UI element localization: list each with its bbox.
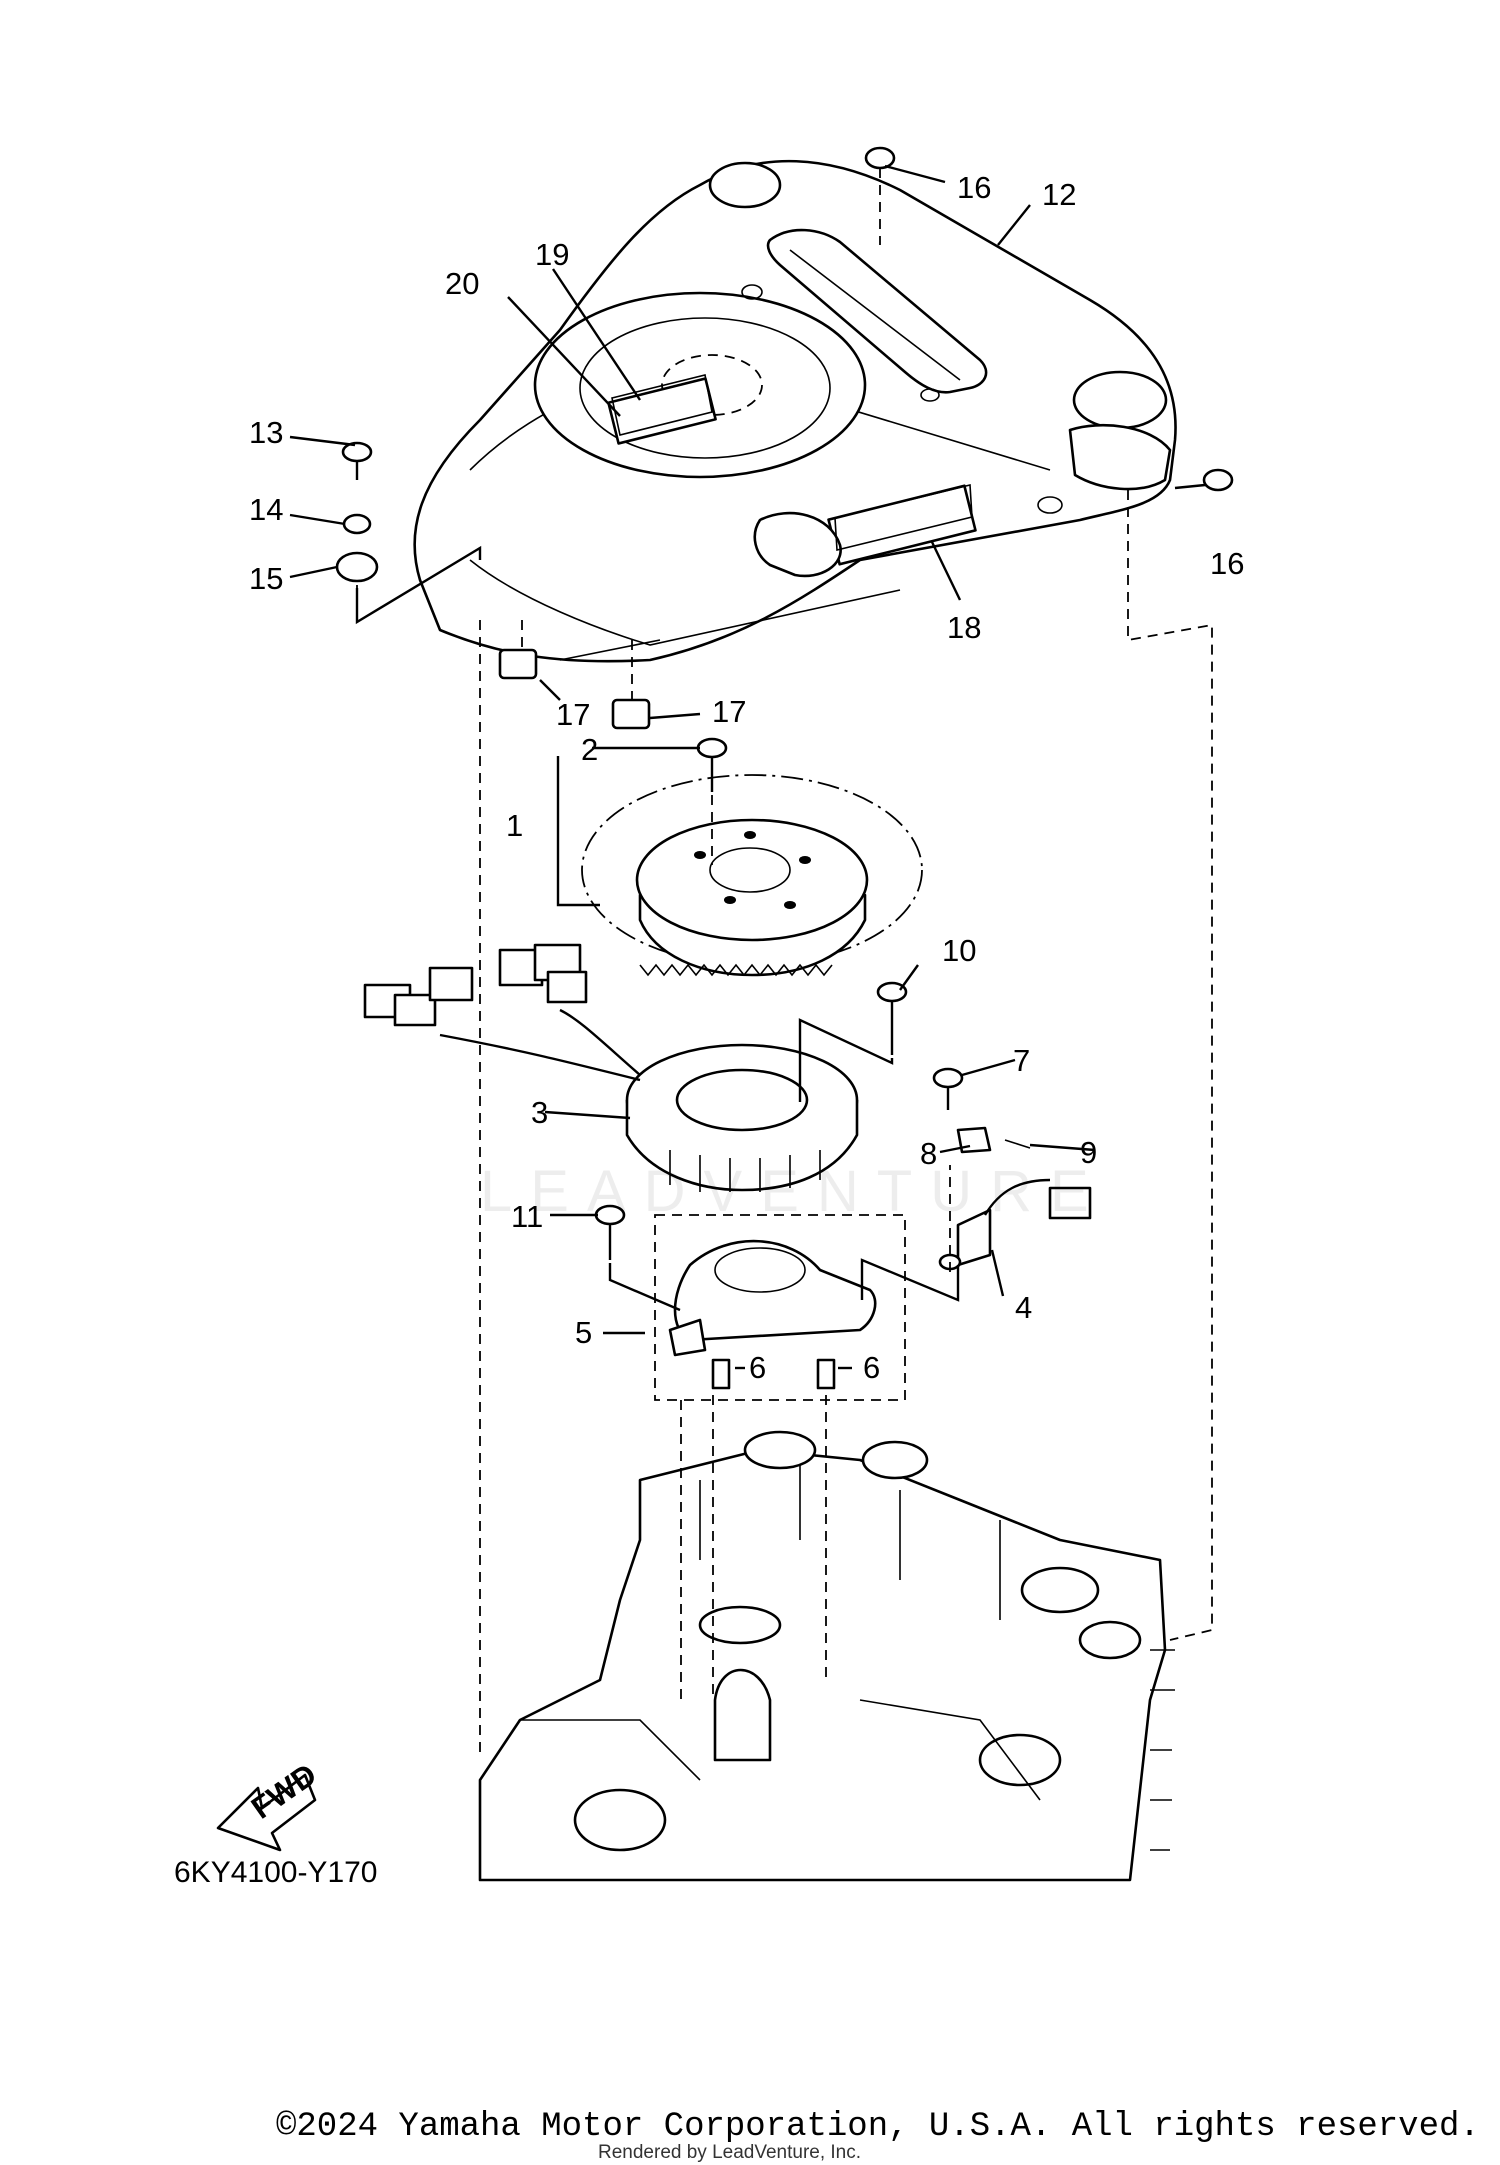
callout-labels: 1 2 3 4 5 6 6 7 8 9 10 11 12 13 14 15 16… [249,170,1244,1385]
callout-15: 15 [249,561,283,596]
bolt-7 [932,1067,964,1110]
callout-14: 14 [249,492,283,527]
collar-14 [342,513,372,535]
dowel-6a [711,1358,731,1390]
callout-8: 8 [920,1136,937,1171]
callout-13: 13 [249,415,283,450]
label-18 [834,483,973,552]
callout-9: 9 [1080,1135,1097,1170]
power-unit [478,1430,1175,1882]
callout-1: 1 [506,808,523,843]
damper-17b [611,698,651,730]
callout-2: 2 [581,732,598,767]
stator-base [654,1214,906,1401]
callout-16b: 16 [1210,546,1244,581]
callout-16a: 16 [957,170,991,205]
label-19-20 [611,374,713,436]
bolt-2 [696,737,728,865]
callout-7: 7 [1013,1043,1030,1078]
flywheel-cover [413,159,1177,663]
copyright-notice: ©2024 Yamaha Motor Corporation, U.S.A. A… [276,2108,1480,2146]
callout-10: 10 [942,933,976,968]
callout-18: 18 [947,610,981,645]
callout-20: 20 [445,266,479,301]
callout-17a: 17 [556,697,590,732]
callout-4: 4 [1015,1290,1032,1325]
diagram-code: 6KY4100-Y170 [174,1856,378,1889]
bolt-11 [594,1204,626,1260]
callout-6a: 6 [749,1350,766,1385]
grommet-16a [864,146,896,170]
dowel-6b [816,1358,836,1390]
callout-17b: 17 [712,694,746,729]
callout-leaders [289,164,1206,1370]
pulser-coil [938,1178,1092,1271]
flywheel-magneto [581,774,923,977]
callout-11: 11 [511,1199,543,1234]
guide-lines [355,168,1213,1758]
callout-6b: 6 [863,1350,880,1385]
damper-17a [498,648,538,680]
bolt-10 [876,981,908,1055]
fwd-arrow: FWD [216,1757,323,1852]
rendered-by-notice: Rendered by LeadVenture, Inc. [598,2142,862,2163]
callout-19: 19 [535,237,569,272]
stator-assembly [363,943,859,1192]
bolt-13 [341,441,373,480]
clip-9 [1004,1139,1031,1149]
callout-12: 12 [1042,177,1076,212]
callout-5: 5 [575,1315,592,1350]
grommet-16b [1202,468,1234,492]
callout-3: 3 [531,1095,548,1130]
